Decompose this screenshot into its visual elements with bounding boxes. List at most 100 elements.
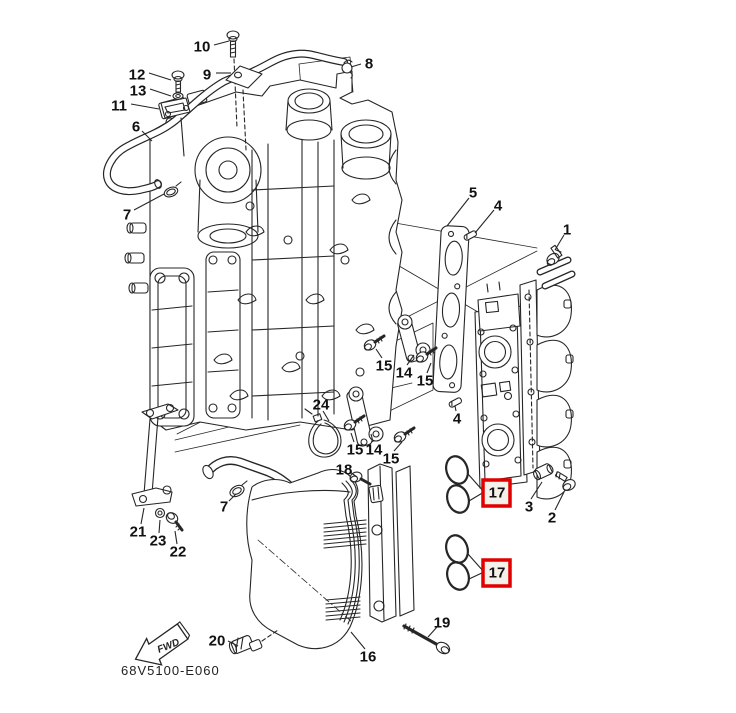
callout-label-14[interactable]: 14	[366, 442, 383, 459]
callout-label-5[interactable]: 5	[469, 185, 477, 202]
air-box-clamp-7	[229, 480, 248, 498]
bracket-21	[131, 403, 179, 507]
callout-label-20[interactable]: 20	[209, 633, 226, 650]
callout-label-4[interactable]: 4	[453, 411, 462, 428]
highlight-box-17[interactable]	[481, 478, 512, 508]
clamp-11	[160, 97, 191, 157]
callout-label-15[interactable]: 15	[417, 373, 434, 390]
callout-leader-1	[554, 234, 565, 251]
hose-nipples	[124, 222, 149, 294]
callout-leader-15	[393, 441, 403, 452]
callout-leader-22	[174, 530, 178, 545]
callout-leader-3	[530, 481, 543, 500]
throttle-linkage	[480, 380, 513, 401]
callout-label-19[interactable]: 19	[434, 615, 451, 632]
washer-23	[154, 507, 166, 519]
hose-open-end	[154, 179, 162, 189]
bolt-12	[171, 70, 185, 93]
bolt-10	[226, 30, 240, 129]
callout-leader-2	[554, 491, 565, 511]
callout-leader-8	[350, 63, 362, 68]
callout-label-7[interactable]: 7	[123, 207, 131, 224]
collar-3	[533, 463, 554, 481]
callout-label-10[interactable]: 10	[194, 39, 211, 56]
bolt-1	[546, 244, 563, 266]
callout-label-11[interactable]: 11	[111, 98, 127, 115]
callout-label-4[interactable]: 4	[494, 198, 503, 215]
callout-label-18[interactable]: 18	[336, 462, 353, 479]
callout-leader-14	[406, 354, 415, 366]
callout-leader-13	[149, 88, 172, 97]
callout-label-23[interactable]: 23	[150, 533, 167, 550]
callout-label-22[interactable]: 22	[170, 544, 187, 561]
top-fasteners	[160, 30, 353, 157]
callout-label-15[interactable]: 15	[383, 451, 400, 468]
callout-leader-12	[148, 72, 172, 81]
engine-detail-bosses	[213, 193, 375, 401]
o-rings-17	[445, 455, 470, 591]
callout-label-12[interactable]: 12	[129, 67, 146, 84]
callout-leader-5	[446, 197, 470, 227]
callout-label-15[interactable]: 15	[376, 358, 393, 375]
callout-label-9[interactable]: 9	[203, 67, 211, 84]
callout-label-1[interactable]: 1	[563, 222, 571, 239]
cable-tie-24	[304, 408, 342, 458]
callout-label-16[interactable]: 16	[360, 649, 377, 666]
bolt-2	[554, 471, 576, 491]
callout-leader-15	[375, 348, 383, 359]
nut-13	[172, 92, 184, 100]
engine-block	[124, 70, 403, 431]
callout-label-17[interactable]: 17	[489, 565, 506, 582]
callout-leader-21	[140, 507, 145, 525]
callout-leader-14	[370, 433, 374, 443]
callout-leader-15	[426, 362, 432, 374]
callout-leader-24	[322, 410, 330, 422]
intake-manifold	[519, 256, 576, 500]
callout-leader-10	[213, 40, 230, 46]
callout-label-3[interactable]: 3	[525, 499, 533, 516]
injector-unit	[477, 281, 521, 332]
callout-leader-15	[350, 432, 355, 443]
hose-clamp	[163, 181, 182, 198]
gasket-5	[432, 225, 470, 393]
callout-leader-19	[427, 626, 438, 638]
bolt-19	[402, 623, 451, 655]
callout-leader-4	[474, 209, 495, 234]
louvers-upper	[323, 519, 367, 549]
bolt-18	[349, 471, 384, 504]
callout-label-7[interactable]: 7	[220, 499, 228, 516]
callout-leader-7	[228, 493, 237, 502]
callout-label-17[interactable]: 17	[489, 485, 506, 502]
stay-bracket-9	[225, 65, 263, 151]
throttle-body	[474, 281, 528, 489]
air-box-16	[202, 455, 415, 650]
callout-label-14[interactable]: 14	[396, 365, 413, 382]
highlight-box-17[interactable]	[481, 558, 512, 588]
callout-label-8[interactable]: 8	[365, 56, 373, 73]
callout-label-15[interactable]: 15	[347, 442, 364, 459]
sensor-20	[228, 629, 279, 655]
callout-label-2[interactable]: 2	[548, 510, 556, 527]
bolt-22	[165, 512, 184, 532]
callout-leader-6	[141, 130, 153, 142]
callout-leader-20	[227, 640, 239, 647]
callout-label-6[interactable]: 6	[132, 119, 140, 136]
callout-leader-16	[350, 631, 366, 650]
callout-leader-18	[349, 471, 358, 478]
callout-leader-11	[130, 103, 160, 110]
callout-leader-23	[158, 519, 161, 534]
callout-label-21[interactable]: 21	[130, 524, 147, 541]
callout-label-13[interactable]: 13	[130, 83, 147, 100]
manifold-fittings	[536, 256, 576, 290]
fwd-arrow: FWD	[134, 621, 191, 666]
breather-hose	[103, 49, 348, 198]
callout-label-24[interactable]: 24	[313, 397, 330, 414]
stud-4-lower	[448, 397, 463, 408]
louvers-lower	[325, 596, 361, 621]
diagram-code: 68V5100-E060	[121, 663, 220, 678]
callout-leader-7	[133, 193, 165, 211]
clip-8	[341, 59, 353, 79]
bolts-15	[343, 334, 438, 443]
